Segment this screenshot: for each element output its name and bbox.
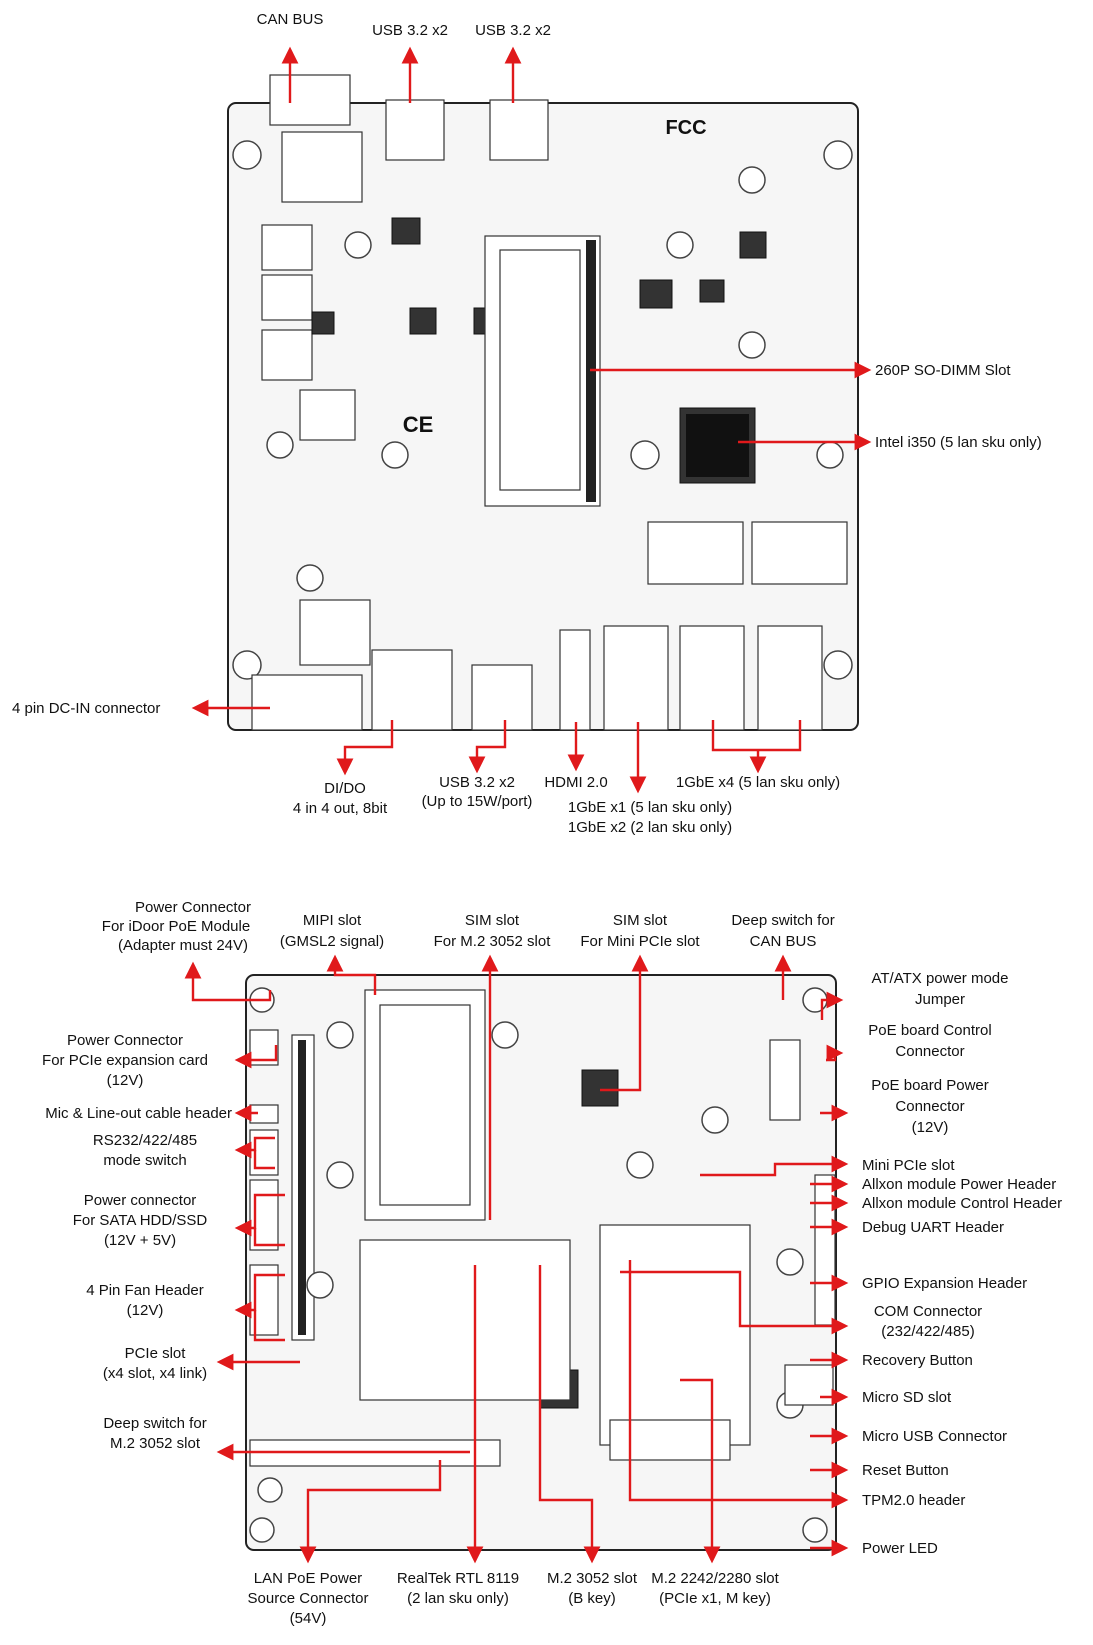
label-dido-1: DI/DO [324,780,366,797]
top-board: CE FCC [227,74,859,731]
fcc-mark: FCC [665,117,706,139]
label-fan-1: 4 Pin Fan Header [86,1282,204,1299]
label-deep-m2-1: Deep switch for [103,1415,206,1432]
label-gbe4: 1GbE x4 (5 lan sku only) [676,774,840,791]
label-usb-bottom-2: (Up to 15W/port) [422,793,533,810]
label-com-2: (232/422/485) [881,1323,974,1340]
label-mipi-2: (GMSL2 signal) [280,933,384,950]
label-usb-b: USB 3.2 x2 [475,22,551,39]
label-sata-1: Power connector [84,1192,197,1209]
label-deep-can-1: Deep switch for [731,912,834,929]
label-pcie-2: (x4 slot, x4 link) [103,1365,207,1382]
label-deep-m2-2: M.2 3052 slot [110,1435,201,1452]
label-sata-2: For SATA HDD/SSD [73,1212,208,1229]
label-reset: Reset Button [862,1462,949,1479]
bottom-board [245,974,837,1551]
label-pwr-pcie-2: For PCIe expansion card [42,1052,208,1069]
label-microsd: Micro SD slot [862,1389,952,1406]
usb-connector-2 [489,99,549,161]
label-com-1: COM Connector [874,1303,982,1320]
label-hdmi: HDMI 2.0 [544,774,607,791]
label-deep-can-2: CAN BUS [750,933,817,950]
label-gbe1-2: 1GbE x2 (2 lan sku only) [568,819,732,836]
label-m2-2242-1: M.2 2242/2280 slot [651,1570,779,1587]
label-rs232-1: RS232/422/485 [93,1132,197,1149]
label-gpio: GPIO Expansion Header [862,1275,1027,1292]
label-mic: Mic & Line-out cable header [45,1105,232,1122]
label-pwr-pcie-3: (12V) [107,1072,144,1089]
label-poe-pwr-1: PoE board Power [871,1077,989,1094]
label-m2-3052-1: M.2 3052 slot [547,1570,638,1587]
label-tpm: TPM2.0 header [862,1492,965,1509]
gpio-header [814,1174,836,1326]
label-m2-3052-2: (B key) [568,1590,616,1607]
label-mipi-1: MIPI slot [303,912,362,929]
label-sim-mpcie-1: SIM slot [613,912,668,929]
label-poe-ctrl-2: Connector [895,1043,964,1060]
label-pwr-pcie-1: Power Connector [67,1032,183,1049]
label-dcin: 4 pin DC-IN connector [12,700,160,717]
bottom-labels: Power Connector For iDoor PoE Module (Ad… [42,899,1062,1627]
label-lanpoe-3: (54V) [290,1610,327,1627]
rj45-port-1 [603,625,669,731]
label-pwr-idoor-1: Power Connector [135,899,251,916]
label-atx-2: Jumper [915,991,965,1008]
label-realtek-1: RealTek RTL 8119 [397,1570,519,1587]
dido-connector [371,649,453,731]
top-labels: CAN BUS USB 3.2 x2 USB 3.2 x2 260P SO-DI… [12,11,1042,836]
label-recovery: Recovery Button [862,1352,973,1369]
microsd-slot [784,1364,834,1406]
hdmi-connector [559,629,591,731]
label-allxon-pwr: Allxon module Power Header [862,1176,1056,1193]
label-sata-3: (12V + 5V) [104,1232,176,1249]
label-lanpoe-2: Source Connector [248,1590,369,1607]
label-usb-a: USB 3.2 x2 [372,22,448,39]
label-pled: Power LED [862,1540,938,1557]
label-can-bus: CAN BUS [257,11,324,28]
label-mpcie: Mini PCIe slot [862,1157,955,1174]
label-lanpoe-1: LAN PoE Power [254,1570,362,1587]
rj45-port-3 [757,625,823,731]
ce-mark: CE [403,412,434,437]
label-poe-ctrl-1: PoE board Control [868,1022,991,1039]
can-bus-connector [269,74,351,126]
label-pcie-1: PCIe slot [125,1345,187,1362]
label-fan-2: (12V) [127,1302,164,1319]
label-sim-m2-2: For M.2 3052 slot [434,933,552,950]
rj45-port-2 [679,625,745,731]
top-arrows [191,46,872,794]
m2-slot-area [359,1239,571,1401]
label-realtek-2: (2 lan sku only) [407,1590,509,1607]
label-dido-2: 4 in 4 out, 8bit [293,800,388,817]
label-usb-bottom-1: USB 3.2 x2 [439,774,515,791]
label-pwr-idoor-3: (Adapter must 24V) [118,937,248,954]
label-poe-pwr-2: Connector [895,1098,964,1115]
label-rs232-2: mode switch [103,1152,186,1169]
label-sodimm: 260P SO-DIMM Slot [875,362,1011,379]
bottom-arrows [184,954,849,1564]
dc-in-connector [251,674,363,731]
usb-bottom-connector [471,664,533,731]
label-gbe1-1: 1GbE x1 (5 lan sku only) [568,799,732,816]
label-debug-uart: Debug UART Header [862,1219,1004,1236]
label-atx-1: AT/ATX power mode [872,970,1009,987]
label-sim-mpcie-2: For Mini PCIe slot [580,933,700,950]
label-microusb: Micro USB Connector [862,1428,1007,1445]
label-pwr-idoor-2: For iDoor PoE Module [102,918,250,935]
label-sim-m2-1: SIM slot [465,912,520,929]
label-m2-2242-2: (PCIe x1, M key) [659,1590,771,1607]
label-poe-pwr-3: (12V) [912,1119,949,1136]
label-allxon-ctrl: Allxon module Control Header [862,1195,1062,1212]
usb-connector-1 [385,99,445,161]
label-i350: Intel i350 (5 lan sku only) [875,434,1042,451]
